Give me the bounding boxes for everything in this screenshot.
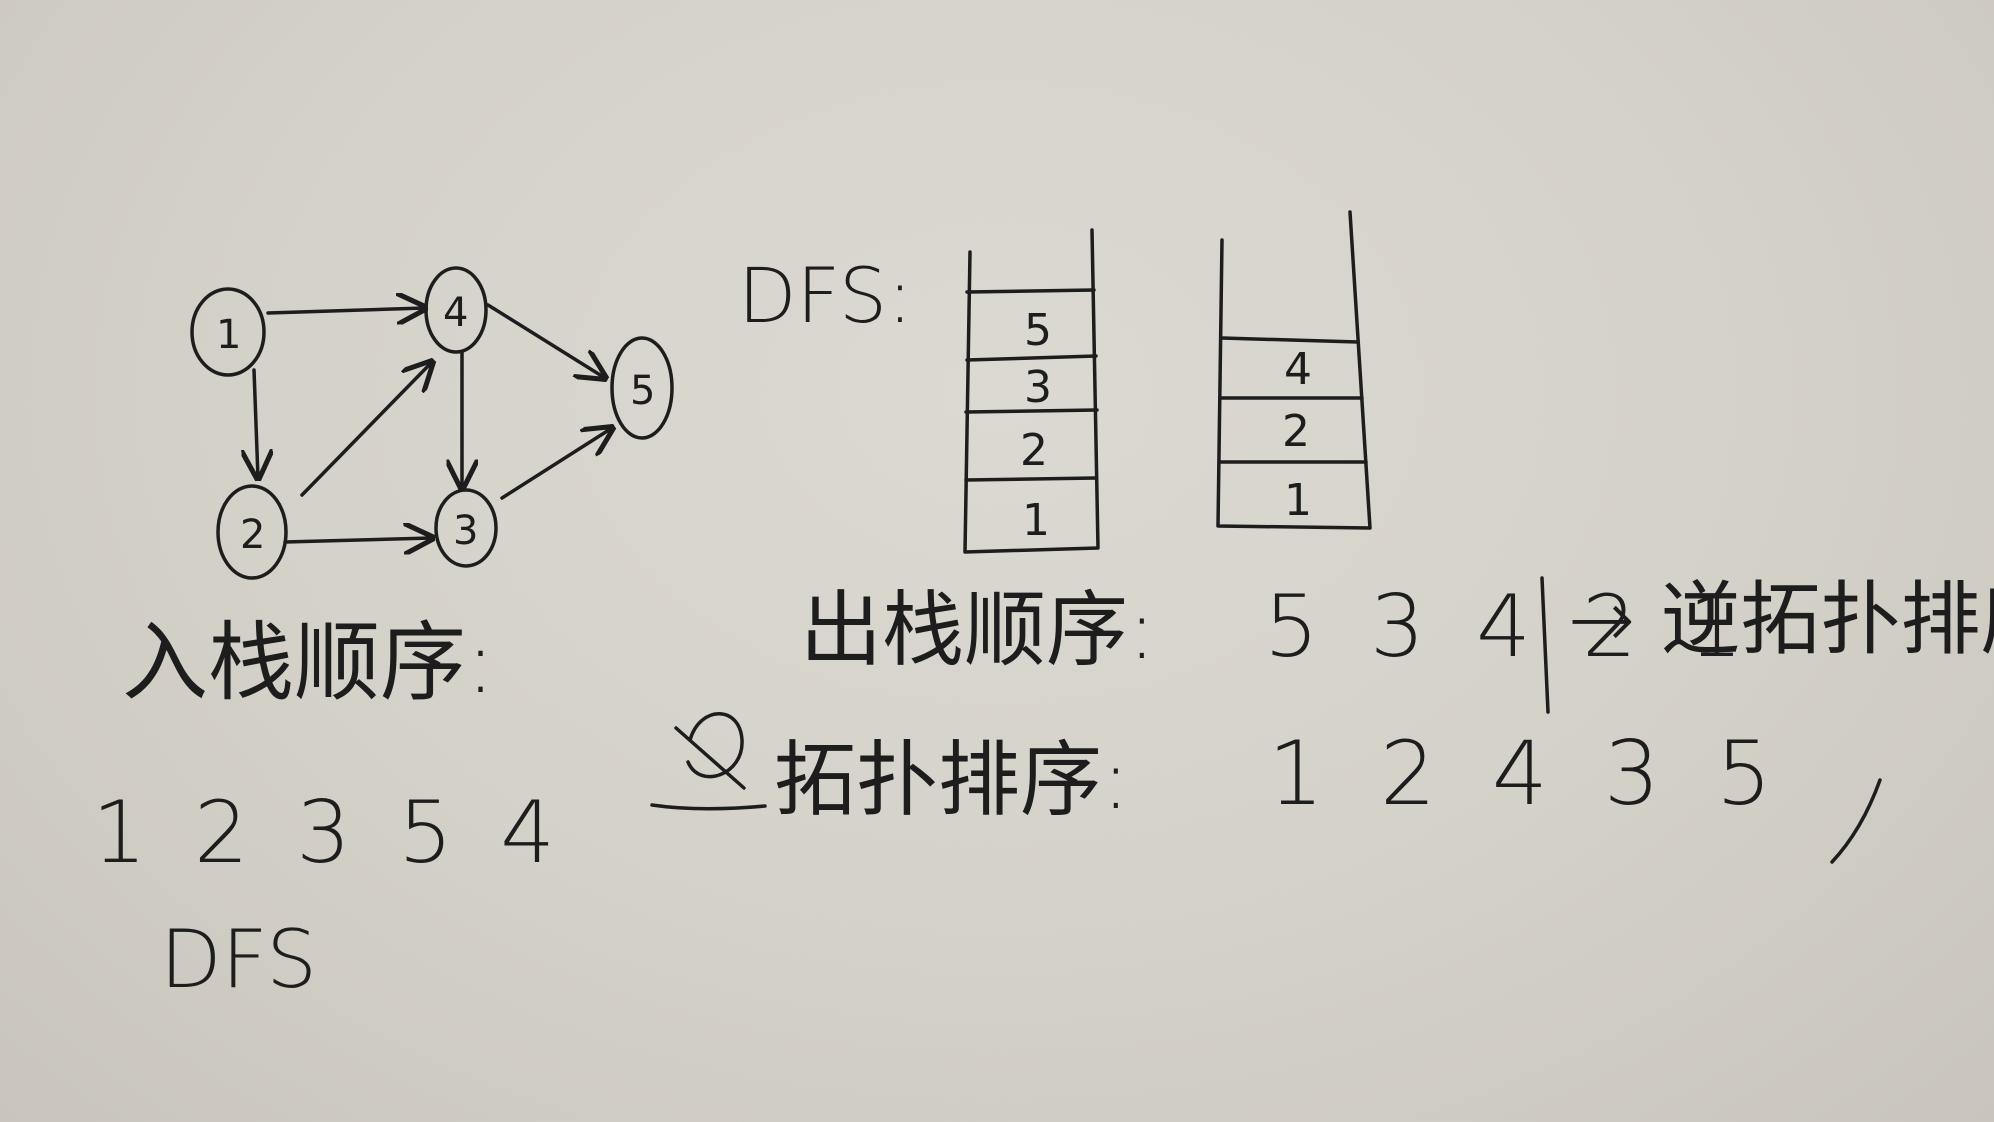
stack2-cell: 4 [1284, 344, 1312, 395]
edge-2-3 [283, 538, 432, 542]
stack1-cell: 1 [1022, 495, 1050, 546]
edge-1-4 [266, 308, 425, 313]
arrow-note: → 逆拓扑排序 [1568, 573, 1994, 666]
edge-1-2 [254, 368, 258, 478]
node-1-label: 1 [216, 312, 241, 358]
node-5 [610, 336, 674, 440]
edge-4-5 [486, 303, 605, 378]
stack1-cell: 2 [1020, 425, 1048, 476]
topo-order-label: 拓扑排序: [774, 733, 1130, 828]
node-1 [190, 287, 266, 377]
push-order-label: 入栈顺序: [122, 613, 495, 713]
node-2-label: 2 [240, 512, 265, 558]
node-4 [424, 266, 488, 354]
crossed-out-character [650, 712, 767, 811]
push-order-values: 1 2 3 5 4 [92, 783, 565, 883]
divider-stroke [1540, 576, 1550, 714]
stack2-cell: 2 [1282, 406, 1310, 457]
edge-3-5 [500, 428, 612, 500]
stack2-cell: 1 [1284, 475, 1312, 526]
stack-1: 5 3 2 1 [963, 228, 1100, 554]
graph: 1 4 2 3 5 [190, 266, 674, 580]
dfs-label: DFS: [738, 251, 913, 340]
node-5-label: 5 [630, 368, 655, 414]
stack-2: 4 2 1 [1216, 210, 1372, 530]
dfs-caption: DFS [160, 913, 317, 1006]
stack1-cell: 5 [1024, 305, 1052, 356]
note-tail-stroke [1830, 778, 1882, 864]
pop-order-label: 出栈顺序: [800, 583, 1156, 678]
edge-2-4 [300, 362, 432, 497]
node-3-label: 3 [453, 508, 478, 554]
pop-order-values: 5 3 4 2 1 [1264, 577, 1755, 677]
node-2 [216, 484, 288, 580]
topo-order-values: 1 2 4 3 5 [1268, 722, 1786, 825]
stack1-cell: 3 [1024, 362, 1052, 413]
node-3 [434, 488, 498, 568]
node-4-label: 4 [443, 290, 468, 336]
